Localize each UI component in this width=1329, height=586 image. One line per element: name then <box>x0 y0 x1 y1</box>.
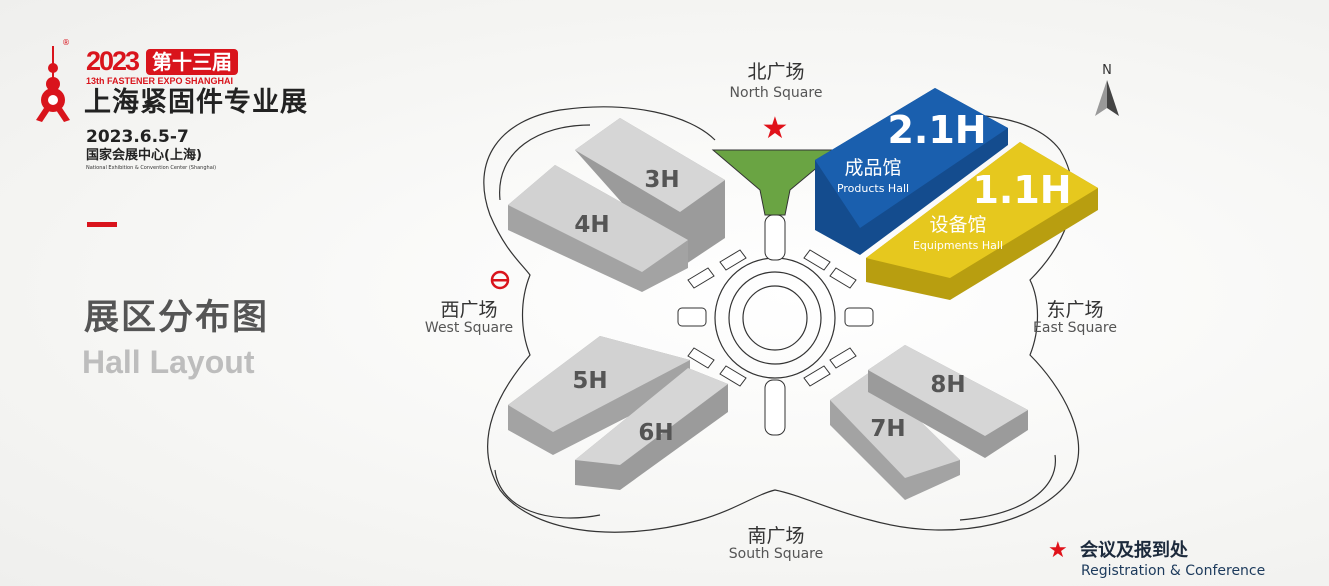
event-date: 2023.6.5-7 <box>86 127 189 147</box>
page-title-en: Hall Layout <box>82 344 255 380</box>
registered-mark: ® <box>62 38 70 47</box>
hall-label-6h: 6H <box>638 420 673 446</box>
hall-2-1h-en: Products Hall <box>837 182 909 195</box>
hall-1-1h[interactable] <box>866 142 1098 300</box>
north-arrow-icon <box>1095 80 1119 116</box>
west-square-en: West Square <box>425 320 513 336</box>
walkways <box>677 214 874 436</box>
page-title-cn: 展区分布图 <box>84 298 270 338</box>
hall-5h[interactable] <box>508 336 690 455</box>
hall-2-1h-id: 2.1H <box>887 108 986 152</box>
accent-divider <box>87 222 117 227</box>
venue-en: National Exhibition & Convention Center … <box>86 165 217 171</box>
hall-2-1h[interactable] <box>815 88 1008 255</box>
hall-7h[interactable] <box>830 372 960 500</box>
hall-label-8h: 8H <box>930 372 965 398</box>
south-square-en: South Square <box>729 546 823 562</box>
east-square-en: East Square <box>1033 320 1117 336</box>
hall-1-1h-cn: 设备馆 <box>929 214 986 236</box>
venue-cn: 国家会展中心(上海) <box>86 148 202 163</box>
logo-english-name: 13th FASTENER EXPO SHANGHAI <box>86 76 234 86</box>
legend-label-en: Registration & Conference <box>1081 563 1266 579</box>
edition-badge: 第十三届 <box>146 49 238 75</box>
legend-label-cn: 会议及报到处 <box>1080 540 1188 561</box>
compass-label: N <box>1102 63 1112 78</box>
hall-label-5h: 5H <box>572 368 607 394</box>
hall-3h[interactable] <box>575 118 725 268</box>
hall-label-3h: 3H <box>644 167 679 193</box>
hall-label-7h: 7H <box>870 416 905 442</box>
registration-star-icon: ★ <box>762 111 789 146</box>
north-square-en: North Square <box>730 85 823 101</box>
hall-4h[interactable] <box>508 165 688 292</box>
legend-star-icon: ★ <box>1048 538 1068 563</box>
logo-tower-icon <box>36 46 70 122</box>
south-square-cn: 南广场 <box>747 525 804 547</box>
north-square-cn: 北广场 <box>747 61 804 83</box>
logo-chinese-name: 上海紧固件专业展 <box>84 87 308 118</box>
hall-2-1h-cn: 成品馆 <box>844 157 901 179</box>
hall-8h[interactable] <box>868 345 1028 458</box>
hall-label-4h: 4H <box>574 212 609 238</box>
hall-6h[interactable] <box>575 368 728 490</box>
east-square-cn: 东广场 <box>1046 299 1103 321</box>
metro-icon <box>490 270 510 290</box>
hall-1-1h-id: 1.1H <box>972 168 1071 212</box>
hall-1-1h-en: Equipments Hall <box>913 239 1003 252</box>
west-square-cn: 西广场 <box>440 299 497 321</box>
logo-year: 2023 <box>86 46 140 76</box>
